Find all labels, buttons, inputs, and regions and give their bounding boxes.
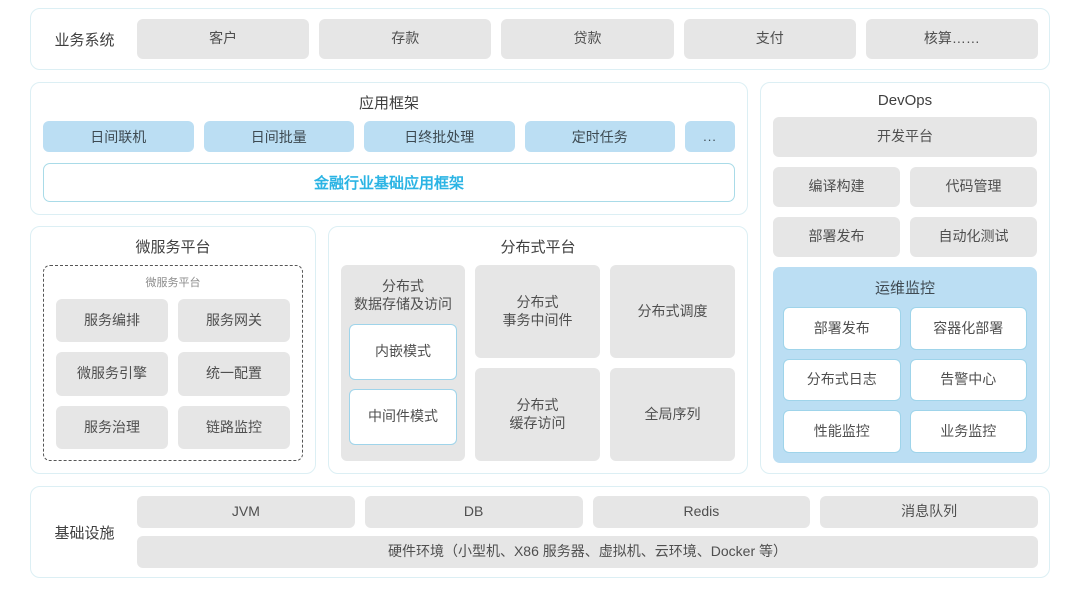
appframe-chip-daytime-batch[interactable]: 日间批量 xyxy=(203,121,354,152)
business-chip-customer[interactable]: 客户 xyxy=(137,19,310,59)
infra-chip-jvm[interactable]: JVM xyxy=(137,496,355,528)
devops-dev-platform[interactable]: 开发平台 xyxy=(773,117,1037,157)
devops-item-code-management[interactable]: 代码管理 xyxy=(910,167,1037,207)
distributed-data-storage-group[interactable]: 分布式 数据存储及访问 内嵌模式 中间件模式 xyxy=(341,265,465,461)
distributed-column-three: 分布式调度 全局序列 xyxy=(610,265,735,461)
distributed-data-storage-title-line2: 数据存储及访问 xyxy=(354,295,452,312)
distributed-mode-embedded[interactable]: 内嵌模式 xyxy=(349,324,457,380)
microservice-item-governance[interactable]: 服务治理 xyxy=(56,405,168,449)
infrastructure-row: 基础设施 JVM DB Redis 消息队列 硬件环境（小型机、X86 服务器、… xyxy=(30,486,1050,578)
platform-lower-row: 微服务平台 微服务平台 服务编排 服务网关 微服务引擎 统一配置 服务治理 链路… xyxy=(30,226,748,474)
business-chip-accounting[interactable]: 核算…… xyxy=(865,19,1039,59)
ops-monitoring-grid: 部署发布 容器化部署 分布式日志 告警中心 性能监控 业务监控 xyxy=(783,307,1027,453)
devops-item-grid: 编译构建 代码管理 部署发布 自动化测试 xyxy=(773,167,1037,257)
infra-chip-redis[interactable]: Redis xyxy=(592,496,811,528)
platform-middle-block: 应用框架 日间联机 日间批量 日终批处理 定时任务 ... 金融行业基础应用框架… xyxy=(30,82,1050,474)
microservice-sub-label: 微服务平台 xyxy=(145,277,201,289)
distributed-data-storage-title-line1: 分布式 xyxy=(382,278,424,294)
microservice-platform-panel: 微服务平台 微服务平台 服务编排 服务网关 微服务引擎 统一配置 服务治理 链路… xyxy=(30,226,316,474)
devops-title: DevOps xyxy=(877,92,933,109)
microservice-item-grid: 服务编排 服务网关 微服务引擎 统一配置 服务治理 链路监控 xyxy=(56,299,290,449)
devops-item-compile-build[interactable]: 编译构建 xyxy=(773,167,900,207)
infra-chip-message-queue[interactable]: 消息队列 xyxy=(820,496,1038,528)
infrastructure-label: 基础设施 xyxy=(54,524,115,542)
appframe-chip-eod-batch[interactable]: 日终批处理 xyxy=(364,121,515,152)
infrastructure-stack: JVM DB Redis 消息队列 硬件环境（小型机、X86 服务器、虚拟机、云… xyxy=(137,496,1038,568)
distributed-mode-middleware[interactable]: 中间件模式 xyxy=(349,389,457,445)
appframe-chip-daytime-online[interactable]: 日间联机 xyxy=(43,121,194,152)
distributed-cache-access-line2: 缓存访问 xyxy=(509,414,566,431)
business-chip-payment[interactable]: 支付 xyxy=(683,19,856,59)
application-framework-chip-row: 日间联机 日间批量 日终批处理 定时任务 ... xyxy=(43,121,735,152)
business-systems-label: 业务系统 xyxy=(54,31,115,49)
ops-item-container-deploy[interactable]: 容器化部署 xyxy=(909,307,1027,350)
ops-item-performance-monitor[interactable]: 性能监控 xyxy=(783,410,901,453)
infra-chip-db[interactable]: DB xyxy=(364,496,583,528)
distributed-data-storage-title: 分布式 数据存储及访问 xyxy=(349,265,457,324)
ops-item-alert-center[interactable]: 告警中心 xyxy=(909,358,1027,402)
appframe-chip-scheduled-task[interactable]: 定时任务 xyxy=(524,121,675,152)
appframe-chip-more-ellipsis[interactable]: ... xyxy=(685,121,735,152)
microservice-item-unified-config[interactable]: 统一配置 xyxy=(178,352,290,396)
distributed-platform-panel: 分布式平台 分布式 数据存储及访问 内嵌模式 中间件模式 xyxy=(328,226,748,474)
infrastructure-top-row: JVM DB Redis 消息队列 xyxy=(137,496,1038,528)
microservice-item-orchestration[interactable]: 服务编排 xyxy=(56,299,168,343)
distributed-transaction-middleware-line2: 事务中间件 xyxy=(502,311,573,328)
distributed-column-two: 分布式 事务中间件 分布式 缓存访问 xyxy=(475,265,600,461)
distributed-platform-title: 分布式平台 xyxy=(500,239,576,256)
distributed-transaction-middleware[interactable]: 分布式 事务中间件 xyxy=(475,265,600,358)
ops-monitoring-panel: 运维监控 部署发布 容器化部署 分布式日志 告警中心 性能监控 业务监控 xyxy=(773,267,1037,463)
devops-item-automated-testing[interactable]: 自动化测试 xyxy=(910,217,1037,257)
microservice-dashed-container: 微服务平台 服务编排 服务网关 微服务引擎 统一配置 服务治理 链路监控 xyxy=(43,265,303,461)
microservice-item-trace-monitor[interactable]: 链路监控 xyxy=(178,405,290,449)
ops-item-distributed-log[interactable]: 分布式日志 xyxy=(783,358,901,402)
business-chip-deposit[interactable]: 存款 xyxy=(319,19,492,59)
microservice-item-engine[interactable]: 微服务引擎 xyxy=(56,352,168,396)
microservice-item-gateway[interactable]: 服务网关 xyxy=(178,299,290,343)
infra-hardware-environment[interactable]: 硬件环境（小型机、X86 服务器、虚拟机、云环境、Docker 等） xyxy=(137,536,1038,568)
business-chip-loan[interactable]: 贷款 xyxy=(501,19,674,59)
platform-left-column: 应用框架 日间联机 日间批量 日终批处理 定时任务 ... 金融行业基础应用框架… xyxy=(30,82,748,474)
ops-item-deploy-release[interactable]: 部署发布 xyxy=(783,307,901,350)
devops-panel: DevOps 开发平台 编译构建 代码管理 部署发布 自动化测试 运维监控 部署… xyxy=(760,82,1050,474)
distributed-transaction-middleware-line1: 分布式 xyxy=(516,294,559,310)
finance-base-framework-bar[interactable]: 金融行业基础应用框架 xyxy=(43,163,735,202)
microservice-platform-title: 微服务平台 xyxy=(135,239,211,256)
distributed-global-sequence[interactable]: 全局序列 xyxy=(610,368,735,461)
ops-item-business-monitor[interactable]: 业务监控 xyxy=(909,410,1027,453)
distributed-cache-access[interactable]: 分布式 缓存访问 xyxy=(475,368,600,461)
application-framework-panel: 应用框架 日间联机 日间批量 日终批处理 定时任务 ... 金融行业基础应用框架 xyxy=(30,82,748,215)
distributed-scheduling[interactable]: 分布式调度 xyxy=(610,265,735,358)
ops-monitoring-title: 运维监控 xyxy=(874,280,935,297)
distributed-cache-access-line1: 分布式 xyxy=(516,397,559,413)
business-systems-row: 业务系统 客户 存款 贷款 支付 核算…… xyxy=(30,8,1050,70)
devops-content: DevOps 开发平台 编译构建 代码管理 部署发布 自动化测试 运维监控 部署… xyxy=(761,83,1049,463)
distributed-platform-body: 分布式 数据存储及访问 内嵌模式 中间件模式 分布式 事务中间件 xyxy=(341,265,735,461)
devops-item-deploy-release[interactable]: 部署发布 xyxy=(773,217,900,257)
application-framework-title: 应用框架 xyxy=(358,95,419,112)
